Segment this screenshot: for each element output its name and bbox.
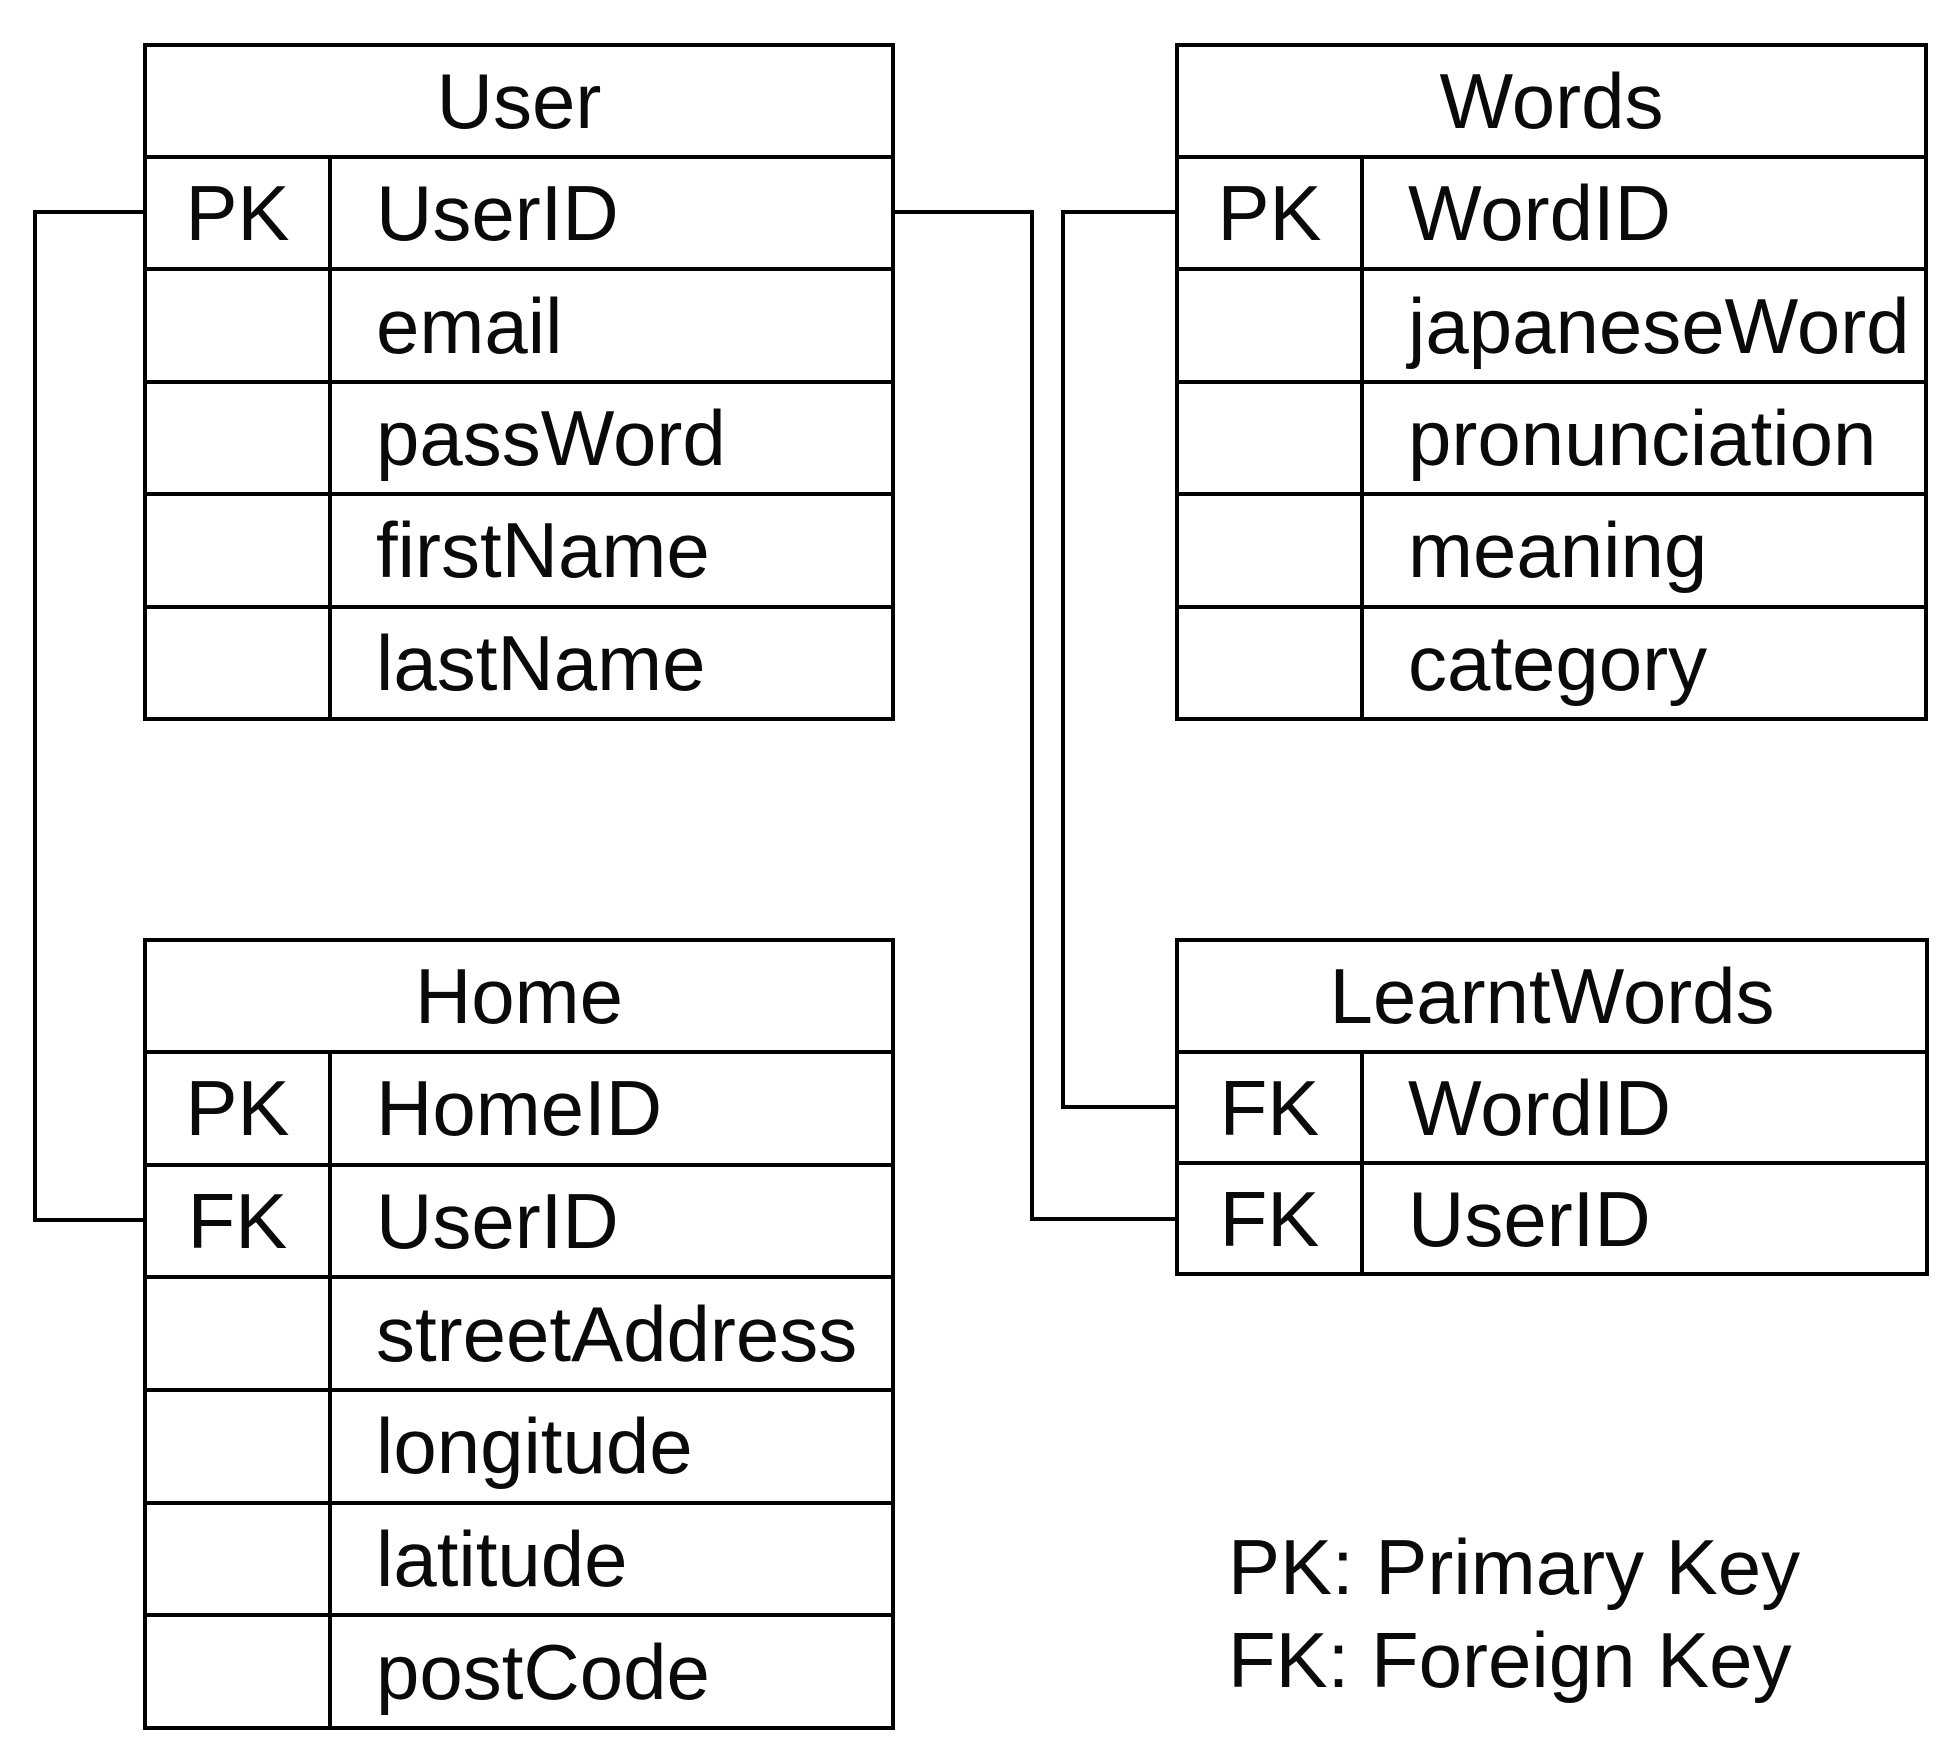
entity-table-learntwords: LearntWords FK WordID FK UserID bbox=[1175, 938, 1929, 1276]
table-row: pronunciation bbox=[1179, 383, 1924, 497]
attribute-cell: firstName bbox=[376, 506, 710, 595]
table-row: lastName bbox=[147, 608, 891, 718]
table-row: streetAddress bbox=[147, 1279, 891, 1393]
entity-table-home: Home PK HomeID FK UserID streetAddress l… bbox=[143, 938, 895, 1730]
key-cell: FK bbox=[147, 1166, 332, 1276]
key-cell bbox=[147, 383, 332, 493]
key-legend: PK: Primary Key FK: Foreign Key bbox=[1228, 1521, 1800, 1707]
key-cell bbox=[1179, 271, 1364, 380]
key-cell: FK bbox=[1179, 1054, 1364, 1161]
attribute-cell: UserID bbox=[376, 1177, 619, 1265]
attribute-cell: pronunciation bbox=[1408, 394, 1877, 483]
table-row: PK UserID bbox=[147, 159, 891, 272]
key-cell bbox=[1179, 383, 1364, 493]
entity-table-user: User PK UserID email passWord firstName … bbox=[143, 43, 895, 721]
attribute-cell: WordID bbox=[1408, 1063, 1671, 1152]
key-cell bbox=[147, 1617, 332, 1727]
attribute-cell: lastName bbox=[376, 618, 706, 707]
attribute-cell: HomeID bbox=[376, 1064, 663, 1153]
attribute-cell: meaning bbox=[1408, 506, 1708, 595]
key-cell bbox=[147, 1504, 332, 1614]
table-row: firstName bbox=[147, 496, 891, 609]
legend-primary-key: PK: Primary Key bbox=[1228, 1523, 1801, 1611]
table-row: FK UserID bbox=[147, 1166, 891, 1280]
attribute-cell: category bbox=[1408, 618, 1708, 707]
attribute-cell: WordID bbox=[1408, 169, 1671, 258]
entity-table-words: Words PK WordID japaneseWord pronunciati… bbox=[1175, 43, 1928, 721]
table-row: passWord bbox=[147, 383, 891, 497]
table-row: meaning bbox=[1179, 496, 1924, 609]
attribute-cell: passWord bbox=[376, 394, 726, 483]
connector-words-learntwords-wordid bbox=[1061, 210, 1179, 1109]
attribute-cell: japaneseWord bbox=[1408, 281, 1910, 370]
key-cell bbox=[147, 608, 332, 718]
table-row: email bbox=[147, 271, 891, 384]
table-title: User bbox=[147, 47, 891, 159]
table-title: LearntWords bbox=[1179, 942, 1925, 1054]
table-row: longitude bbox=[147, 1392, 891, 1505]
attribute-cell: UserID bbox=[376, 169, 619, 258]
table-row: PK HomeID bbox=[147, 1054, 891, 1167]
attribute-cell: email bbox=[376, 281, 563, 370]
attribute-cell: postCode bbox=[376, 1627, 710, 1716]
table-row: FK UserID bbox=[1179, 1165, 1925, 1272]
key-cell: PK bbox=[147, 1054, 332, 1163]
attribute-cell: latitude bbox=[376, 1515, 628, 1604]
key-cell: FK bbox=[1179, 1165, 1364, 1272]
table-row: category bbox=[1179, 608, 1924, 718]
key-cell: PK bbox=[147, 159, 332, 268]
key-cell: PK bbox=[1179, 159, 1364, 268]
key-cell bbox=[147, 1279, 332, 1389]
attribute-cell: longitude bbox=[376, 1402, 693, 1491]
table-row: PK WordID bbox=[1179, 159, 1924, 272]
table-row: japaneseWord bbox=[1179, 271, 1924, 384]
key-cell bbox=[1179, 608, 1364, 718]
table-row: FK WordID bbox=[1179, 1054, 1925, 1165]
key-cell bbox=[147, 271, 332, 380]
connector-user-home-userid bbox=[33, 210, 147, 1222]
key-cell bbox=[147, 496, 332, 605]
table-row: latitude bbox=[147, 1504, 891, 1618]
table-title: Home bbox=[147, 942, 891, 1054]
attribute-cell: UserID bbox=[1408, 1174, 1651, 1263]
key-cell bbox=[1179, 496, 1364, 605]
connector-user-learntwords-userid bbox=[891, 210, 1179, 1221]
legend-foreign-key: FK: Foreign Key bbox=[1228, 1616, 1792, 1704]
attribute-cell: streetAddress bbox=[376, 1289, 858, 1378]
table-title: Words bbox=[1179, 47, 1924, 159]
key-cell bbox=[147, 1392, 332, 1501]
table-row: postCode bbox=[147, 1617, 891, 1727]
